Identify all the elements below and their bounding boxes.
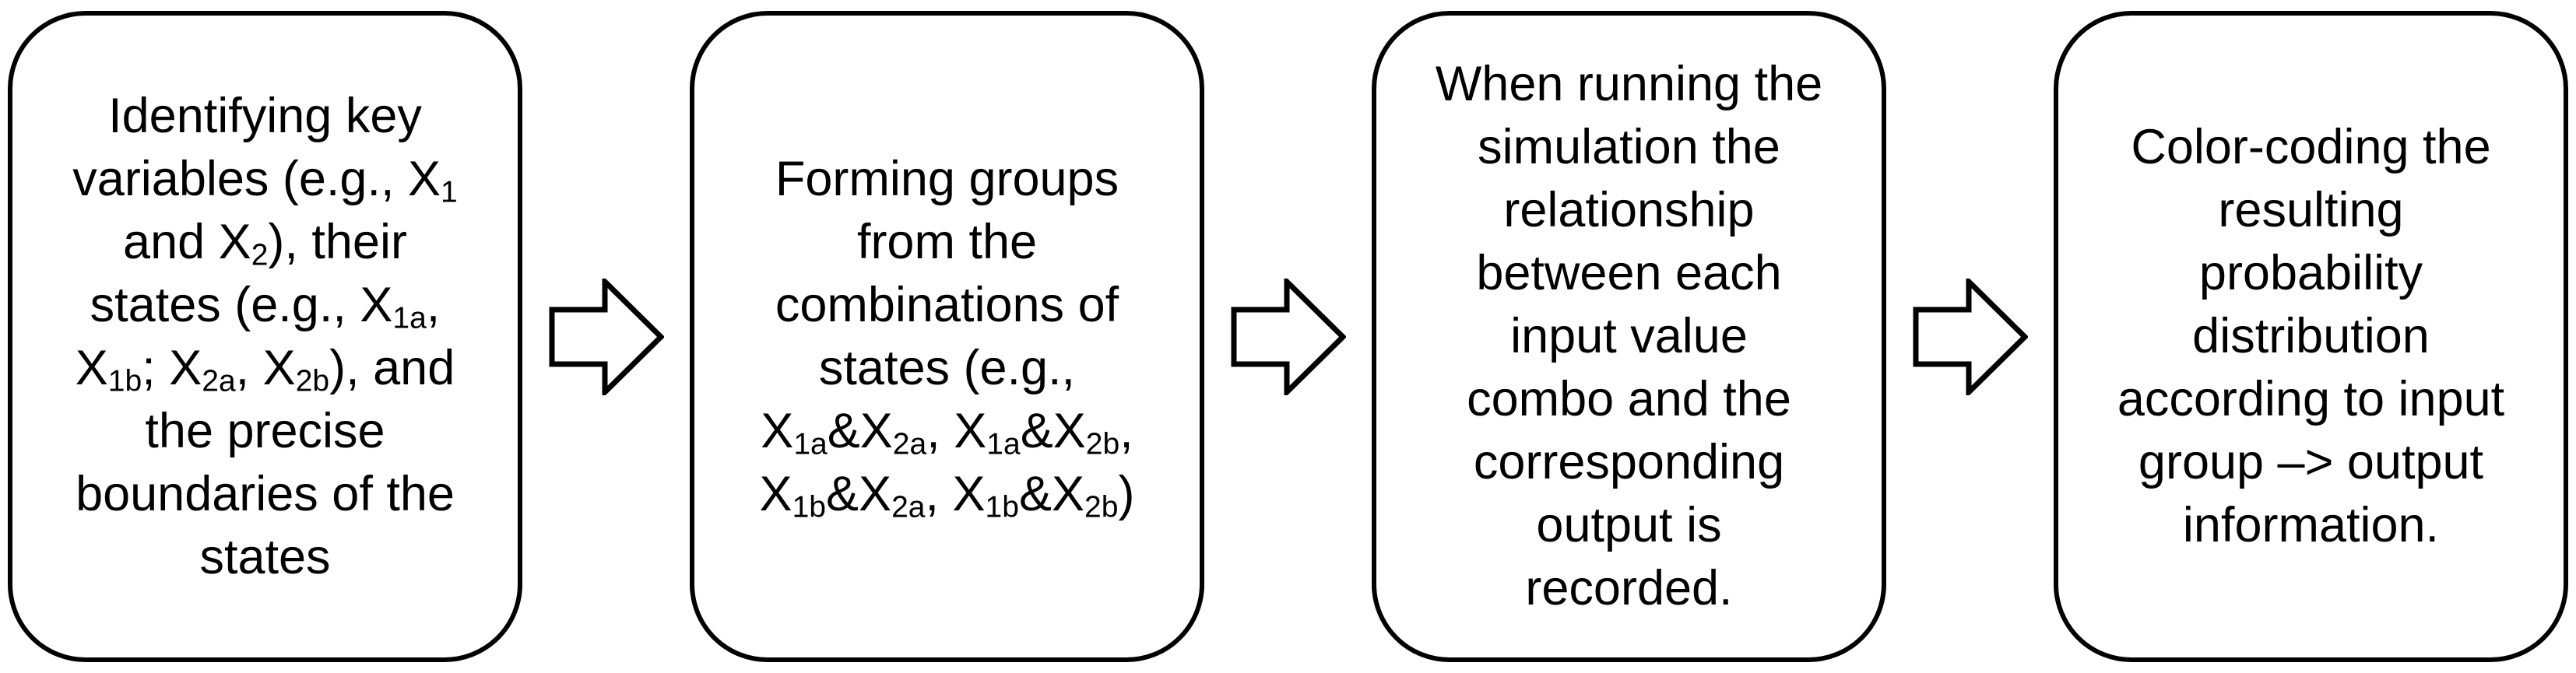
- flow-arrow-gap-1: [522, 11, 690, 662]
- flow-arrow-gap-2: [1204, 11, 1372, 662]
- flow-arrow-gap-3: [1886, 11, 2054, 662]
- right-block-arrow-icon: [1913, 278, 2028, 395]
- right-block-arrow-icon: [549, 278, 664, 395]
- right-block-arrow-icon: [1231, 278, 1346, 395]
